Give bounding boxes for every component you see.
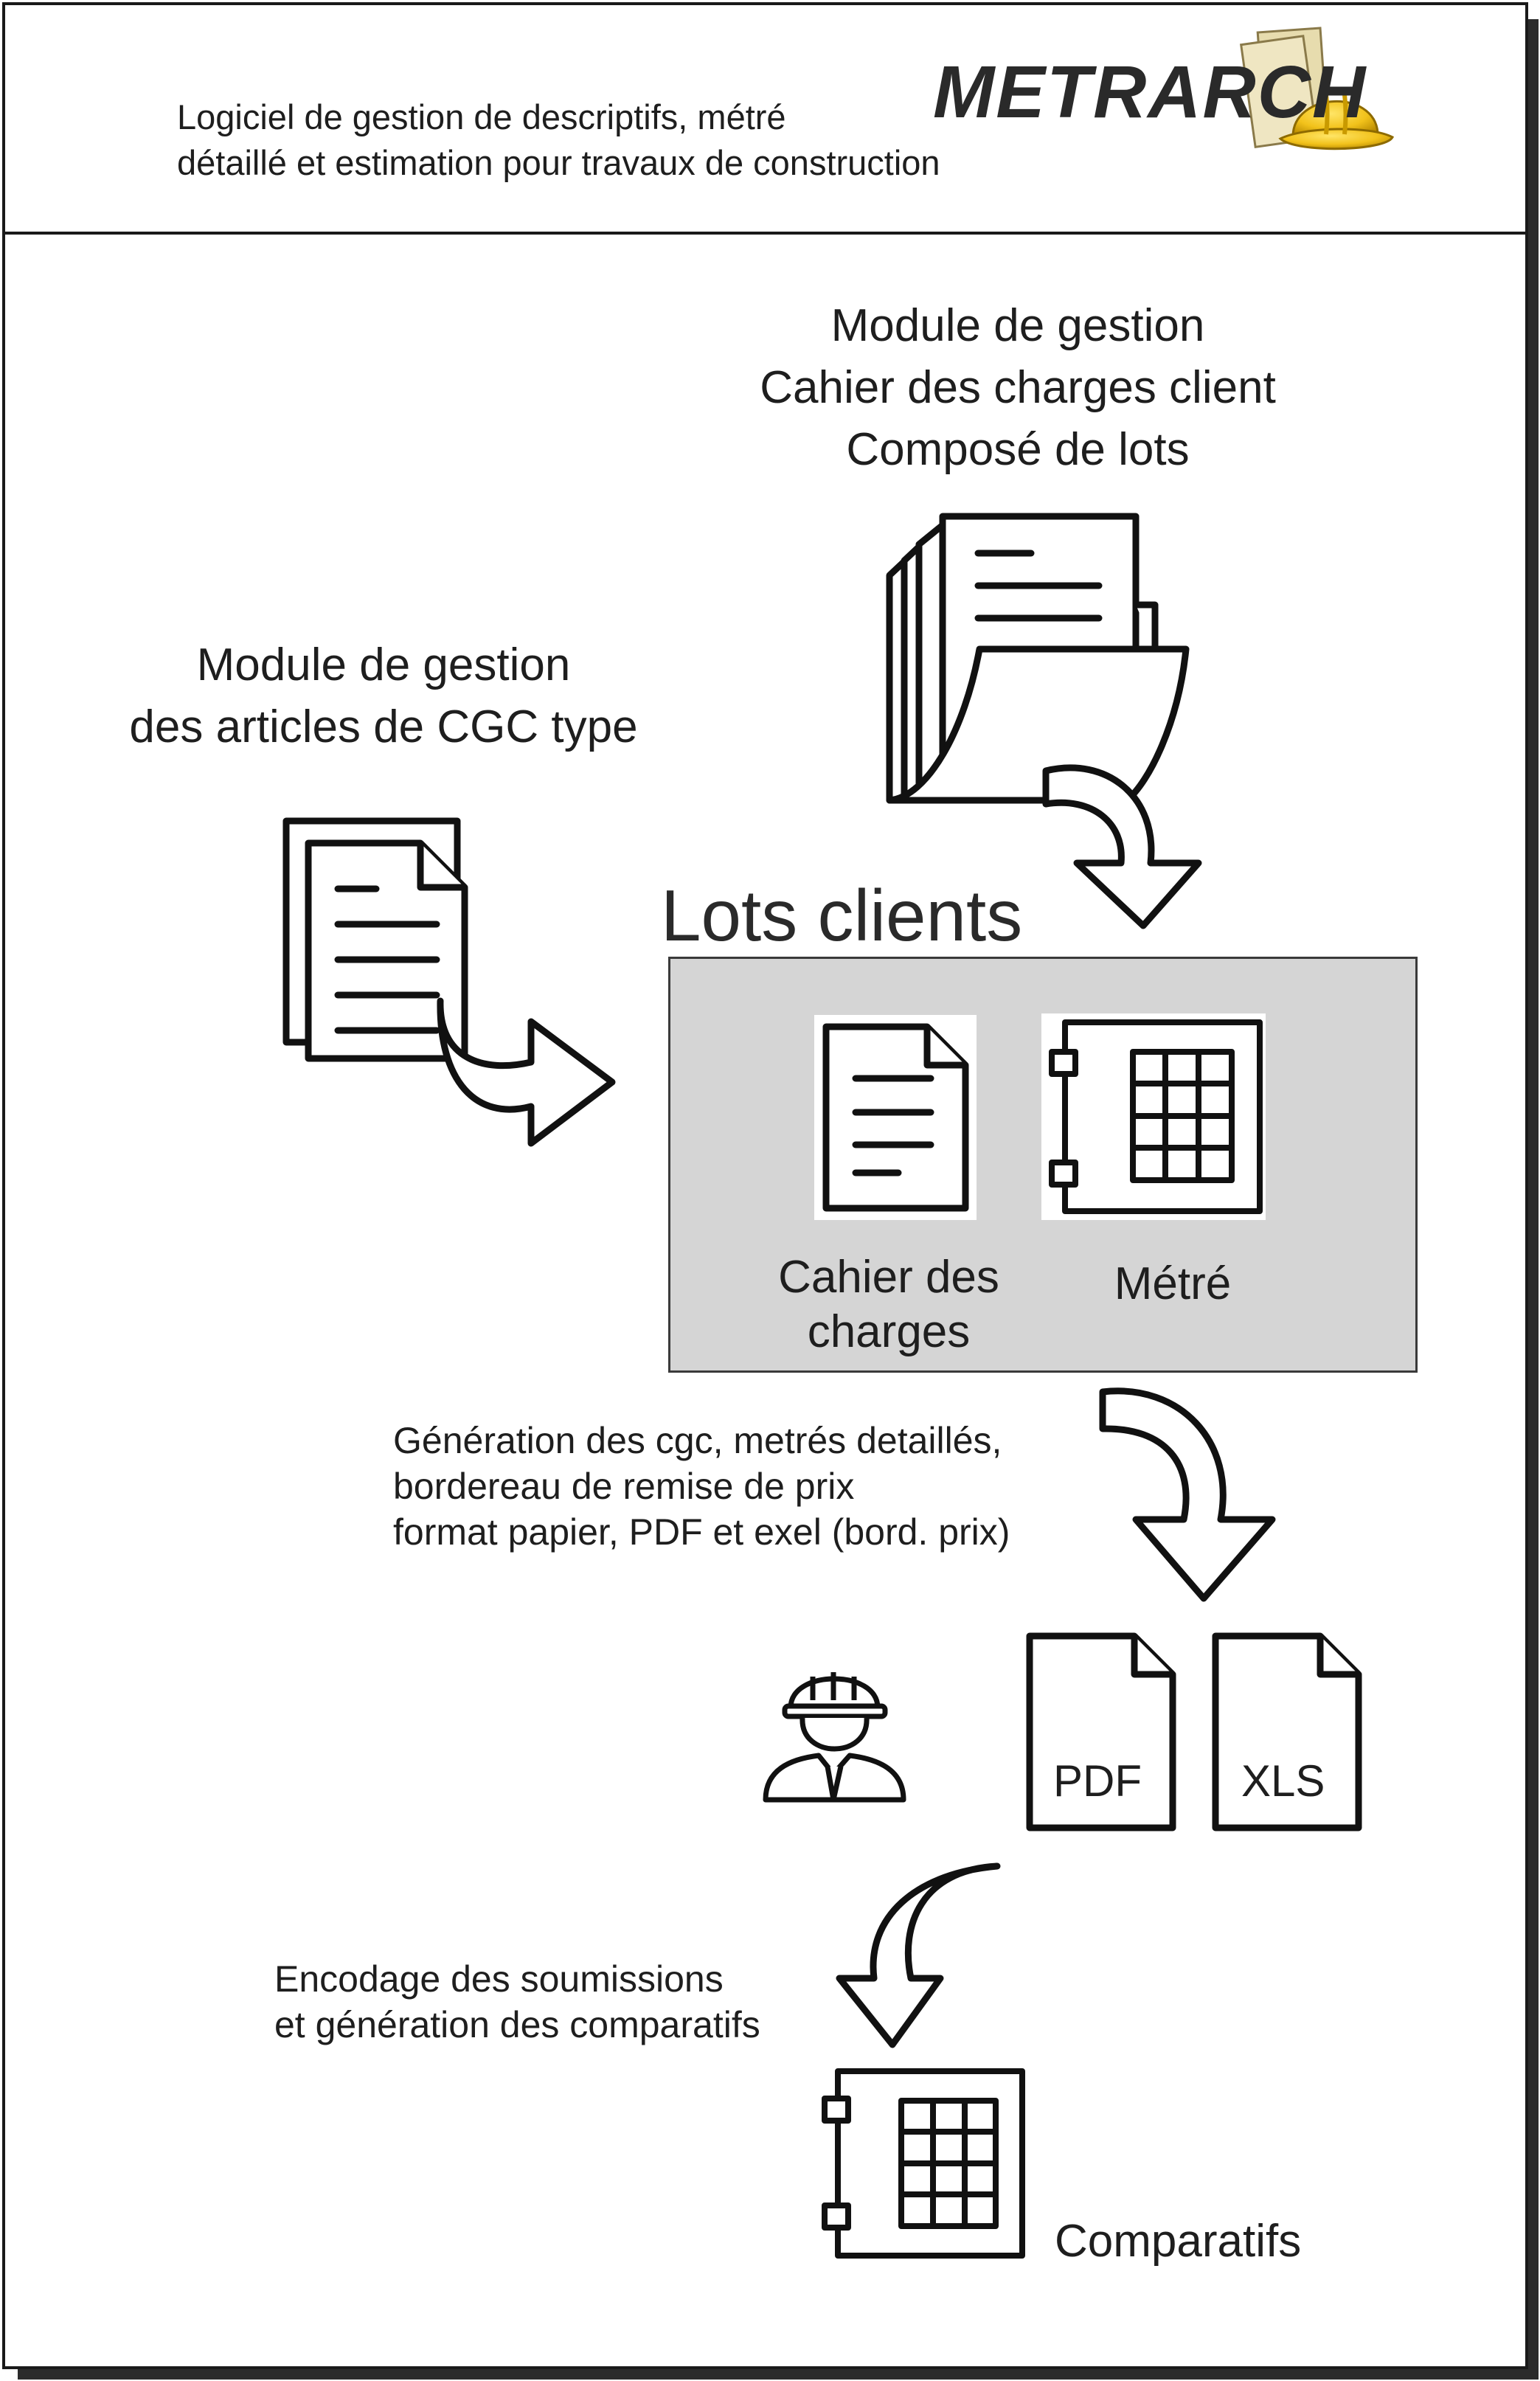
module-cahier-label: Module de gestion Cahier des charges cli… bbox=[693, 295, 1342, 481]
curved-arrow-icon bbox=[1042, 764, 1202, 929]
encodage-line-2: et génération des comparatifs bbox=[274, 2004, 760, 2045]
module-cahier-line-1: Module de gestion bbox=[830, 300, 1205, 351]
hard-hat-icon bbox=[1278, 94, 1395, 150]
header-subtitle: Logiciel de gestion de descriptifs, métr… bbox=[177, 94, 940, 186]
documents-icon bbox=[282, 817, 468, 1062]
metre-label: Métré bbox=[1114, 1258, 1232, 1309]
cahier-label-line-2: charges bbox=[807, 1306, 971, 1357]
module-cahier-line-3: Composé de lots bbox=[846, 424, 1190, 475]
pdf-label: PDF bbox=[1053, 1756, 1142, 1806]
generation-line-2: bordereau de remise de prix bbox=[393, 1466, 855, 1507]
subtitle-line-2: détaillé et estimation pour travaux de c… bbox=[177, 143, 940, 182]
document-icon bbox=[822, 1023, 969, 1212]
generation-line-1: Génération des cgc, metrés detaillés, bbox=[393, 1420, 1002, 1461]
header-divider bbox=[2, 232, 1528, 235]
brand-title: METRARCH bbox=[933, 51, 1367, 134]
curved-arrow-icon bbox=[836, 1862, 1001, 2048]
spreadsheet-binder-icon bbox=[1049, 1019, 1263, 1214]
module-cgc-line-1: Module de gestion bbox=[196, 640, 571, 690]
subtitle-line-1: Logiciel de gestion de descriptifs, métr… bbox=[177, 97, 786, 136]
generation-text: Génération des cgc, metrés detaillés, bo… bbox=[393, 1418, 1010, 1555]
xls-file-icon bbox=[1212, 1632, 1362, 1831]
cahier-label-line-1: Cahier des bbox=[778, 1252, 999, 1303]
frame-shadow-right bbox=[1528, 19, 1539, 2378]
pdf-file-icon bbox=[1026, 1632, 1176, 1831]
cahier-des-charges-label: Cahier des charges bbox=[745, 1250, 1033, 1359]
comparatifs-label: Comparatifs bbox=[1055, 2216, 1302, 2267]
xls-label: XLS bbox=[1241, 1756, 1325, 1806]
module-cgc-label: Module de gestion des articles de CGC ty… bbox=[66, 634, 701, 758]
frame-shadow-bottom bbox=[18, 2369, 1539, 2380]
document-folder-icon bbox=[886, 513, 1190, 804]
generation-line-3: format papier, PDF et exel (bord. prix) bbox=[393, 1511, 1010, 1553]
encodage-line-1: Encodage des soumissions bbox=[274, 1958, 724, 2000]
lots-clients-title: Lots clients bbox=[661, 875, 1023, 956]
curved-arrow-icon bbox=[1099, 1387, 1276, 1602]
curved-arrow-icon bbox=[437, 997, 616, 1147]
module-cgc-line-2: des articles de CGC type bbox=[129, 701, 638, 752]
engineer-icon bbox=[763, 1672, 906, 1803]
module-cahier-line-2: Cahier des charges client bbox=[760, 362, 1276, 413]
encodage-text: Encodage des soumissions et génération d… bbox=[274, 1956, 760, 2048]
spreadsheet-binder-icon bbox=[822, 2068, 1025, 2259]
